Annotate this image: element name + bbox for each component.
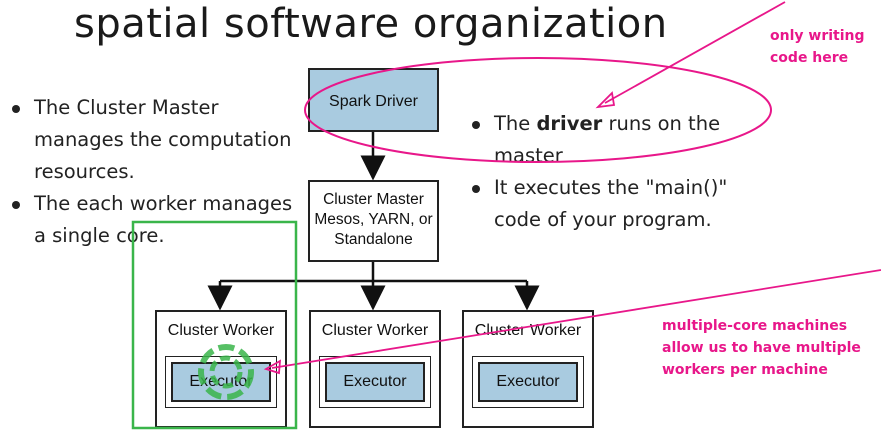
annotation-line: allow us to have multiple (662, 340, 861, 356)
annotation-arrowhead-top (595, 91, 616, 109)
annotation-arrowhead-bottom (263, 359, 282, 375)
cluster-worker-box: Cluster Worker Executor (462, 310, 594, 428)
executor-frame (319, 356, 431, 408)
worker-label: Cluster Worker (167, 322, 275, 339)
annotation-multicore: multiple-core machines allow us to have … (662, 315, 877, 381)
annotation-line: code here (770, 50, 849, 66)
master-line: Standalone (334, 231, 413, 248)
highlight-ellipse (304, 57, 772, 163)
annotation-line: multiple-core machines (662, 318, 848, 334)
cluster-worker-box: Cluster Worker Executor (309, 310, 441, 428)
annotation-arrow-top (604, 1, 786, 104)
master-line: Mesos, YARN, or (314, 211, 433, 228)
master-line: Cluster Master (323, 191, 424, 208)
worker-label: Cluster Worker (474, 322, 582, 339)
annotation-arrow-bottom (271, 269, 881, 369)
bullet-driver-runs: The driver runs on the master (468, 108, 768, 172)
bullet-cluster-master: The Cluster Master manages the computati… (8, 92, 298, 188)
right-bullet-list: The driver runs on the master It execute… (468, 108, 768, 236)
bullet-text: The (494, 112, 537, 135)
target-circle-inner (209, 355, 243, 389)
annotation-line: only writing (770, 28, 865, 44)
annotation-writing-code: only writing code here (770, 25, 880, 69)
annotation-line: workers per machine (662, 362, 828, 378)
executor-box: Executor (478, 362, 578, 402)
slide-title: spatial software organization (74, 1, 668, 47)
worker-label: Cluster Worker (321, 322, 429, 339)
bullet-executes-main: It executes the "main()" code of your pr… (468, 172, 768, 236)
cluster-master-box: Cluster Master Mesos, YARN, or Standalon… (308, 180, 439, 262)
executor-frame (472, 356, 584, 408)
highlight-rectangle (131, 220, 298, 430)
spark-driver-box: Spark Driver (308, 68, 439, 132)
target-circle-outer (198, 344, 254, 400)
executor-box: Executor (325, 362, 425, 402)
bullet-bold-driver: driver (536, 112, 603, 135)
